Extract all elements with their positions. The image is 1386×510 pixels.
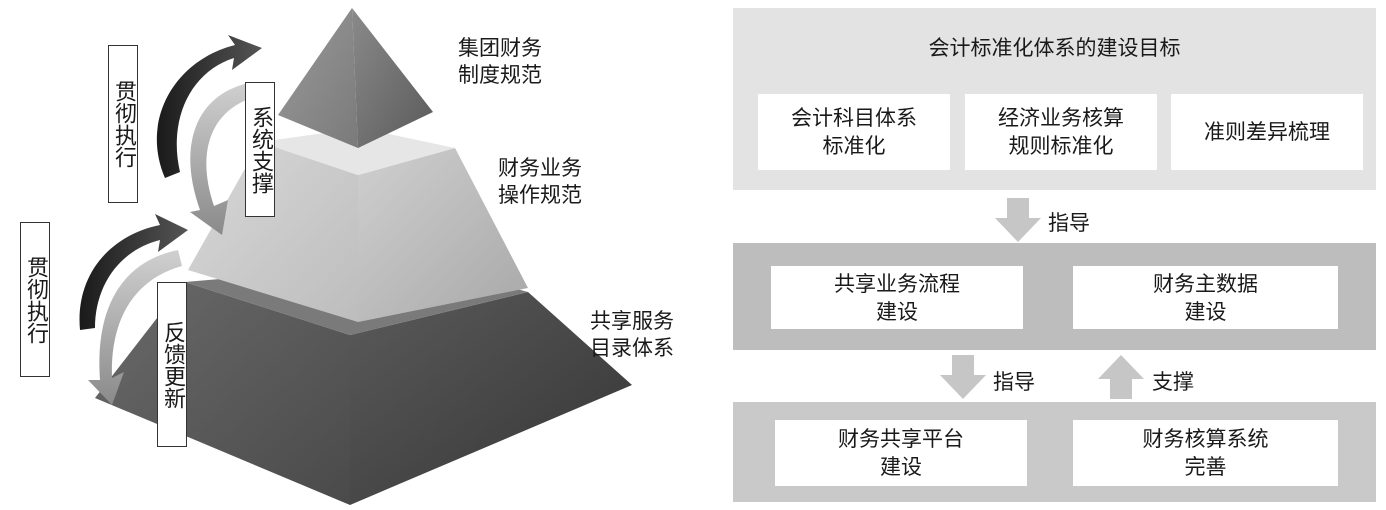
pyramid-layer-middle <box>188 128 528 322</box>
top-panel-title: 会计标准化体系的建设目标 <box>928 36 1181 60</box>
arrow-down-1 <box>995 198 1041 242</box>
arrow-down-2 <box>940 355 986 399</box>
arrow-up-3 <box>1098 355 1144 399</box>
arrow-up-3-label: 支撑 <box>1152 370 1194 394</box>
bottom-box-1: 财务共享平台 建设 <box>775 420 1027 486</box>
curved-arrow-lower-dark <box>79 214 188 330</box>
curved-arrow-upper-dark <box>156 35 262 178</box>
arrow-down-1-label: 指导 <box>1048 211 1090 235</box>
arrow-down-2-label: 指导 <box>993 370 1035 394</box>
pyramid-layer-top-label: 集团财务 制度规范 <box>458 36 542 87</box>
middle-box-1: 共享业务流程 建设 <box>771 266 1023 329</box>
label-top-right: 系统支撑 <box>245 82 275 217</box>
curved-arrow-lower-light <box>88 250 182 405</box>
middle-box-2: 财务主数据 建设 <box>1073 266 1338 329</box>
pyramid-layer-bottom-label: 共享服务 目录体系 <box>590 309 674 360</box>
top-panel: 会计标准化体系的建设目标 会计科目体系 标准化 经济业务核算 规则标准化 准则差… <box>733 8 1376 190</box>
label-top-left: 贯彻执行 <box>108 45 138 203</box>
middle-panel: 共享业务流程 建设 财务主数据 建设 <box>733 243 1376 350</box>
label-bottom-left: 贯彻执行 <box>20 222 50 377</box>
pyramid-diagram <box>79 8 632 505</box>
pyramid-layer-middle-label: 财务业务 操作规范 <box>498 156 582 207</box>
label-bottom-right: 反馈更新 <box>157 282 187 447</box>
curved-arrow-upper-light <box>190 82 258 235</box>
top-box-3: 准则差异梳理 <box>1171 94 1363 170</box>
bottom-box-2: 财务核算系统 完善 <box>1073 420 1338 486</box>
top-box-1: 会计科目体系 标准化 <box>758 94 950 170</box>
bottom-panel: 财务共享平台 建设 财务核算系统 完善 <box>733 402 1376 502</box>
pyramid-layer-top <box>278 8 433 148</box>
top-box-2: 经济业务核算 规则标准化 <box>965 94 1157 170</box>
